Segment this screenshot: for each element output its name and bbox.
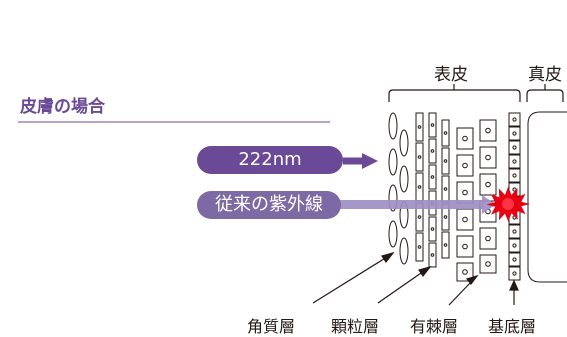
dermis-label: 真皮 [528,65,562,85]
layer-label-granulosum: 顆粒層 [331,317,380,336]
stratum-spinosum-cells [456,119,497,282]
conventional-uv-pill: 従来の紫外線 [197,191,341,219]
layer-label-corneum: 角質層 [247,317,296,336]
section-title: 皮膚の場合 [20,97,105,117]
damage-burst-icon [486,186,530,222]
dermis-bracket [526,84,564,102]
epidermis-label: 表皮 [434,65,468,85]
layer-label-spinosum: 有棘層 [410,317,459,336]
far-uvc-pill: 222nm [197,146,343,174]
epidermis-bracket [388,84,521,102]
dermis-outline [527,111,567,283]
stratum-corneum-cells [388,112,409,265]
far-uvc-arrow [343,153,378,169]
layer-pointer-arrows [312,251,519,306]
stratum-granulosum-cells [415,112,450,268]
layer-label-basale: 基底層 [488,317,537,336]
